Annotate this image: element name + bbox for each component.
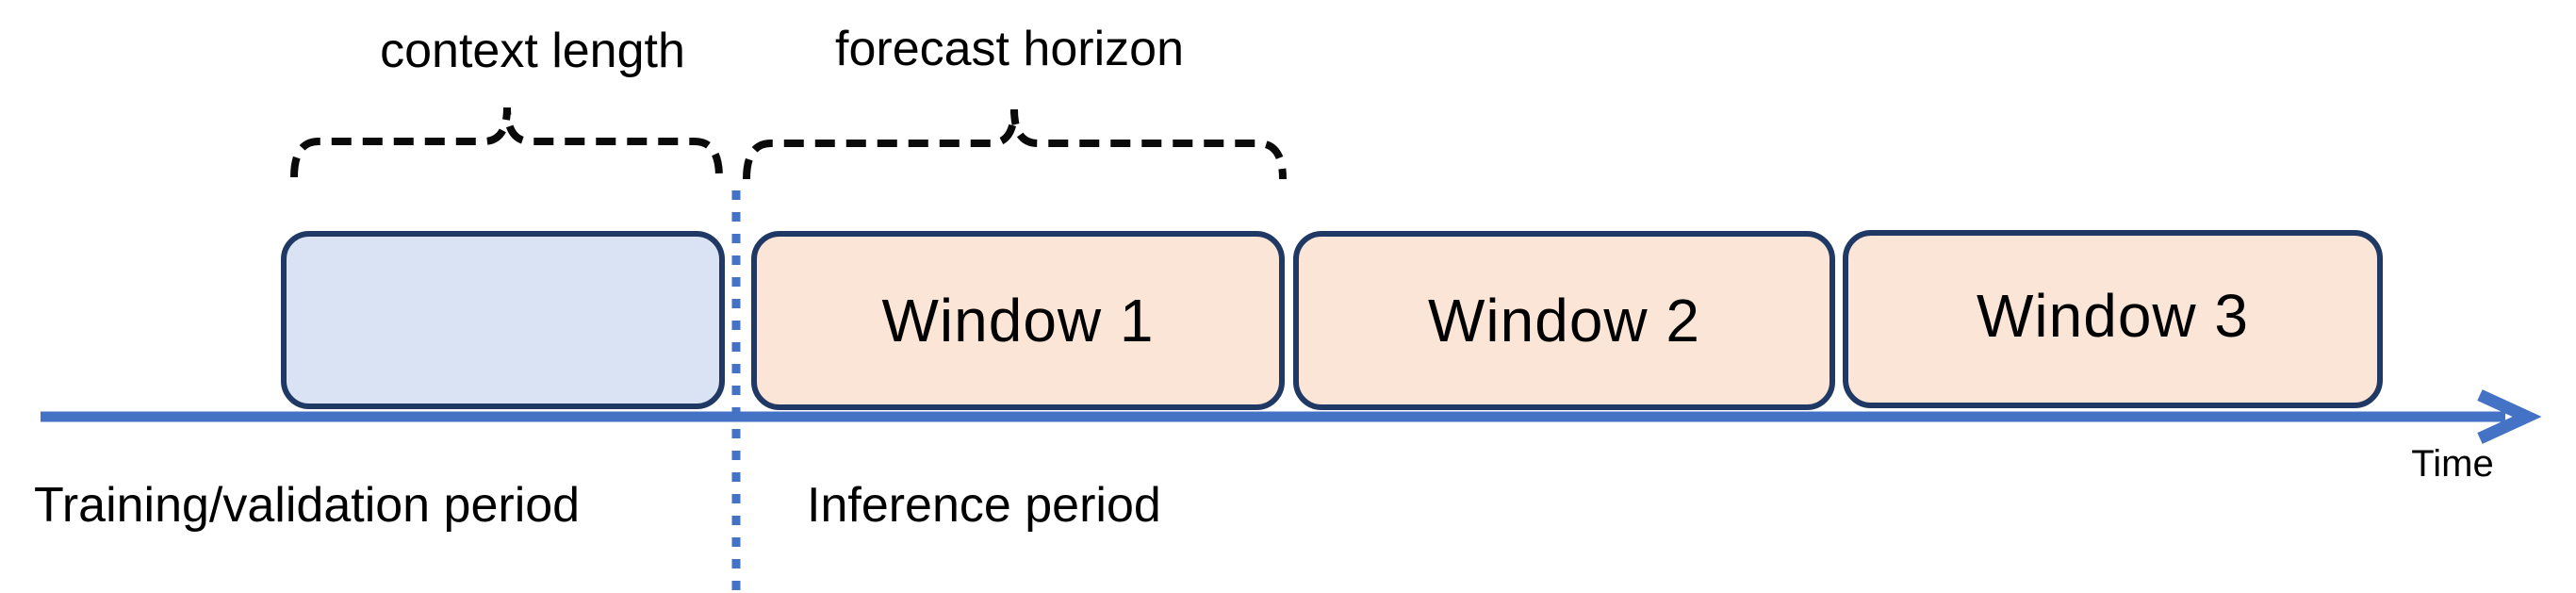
window-2-label: Window 2	[1428, 287, 1700, 354]
context-length-label: context length	[380, 24, 685, 78]
forecast-horizon-brace-icon	[743, 108, 1287, 180]
window-1-box: Window 1	[751, 231, 1285, 410]
forecast-horizon-label: forecast horizon	[835, 22, 1184, 76]
window-1-label: Window 1	[881, 287, 1155, 354]
time-axis-label: Time	[2411, 443, 2494, 485]
window-3-box: Window 3	[1843, 230, 2383, 408]
context-length-brace-icon	[290, 107, 723, 178]
window-3-label: Window 3	[1977, 282, 2249, 350]
training-period-label: Training/validation period	[34, 478, 581, 533]
window-2-box: Window 2	[1293, 231, 1835, 410]
time-axis-arrowhead-icon	[2477, 389, 2542, 444]
context-window-box	[281, 231, 725, 409]
inference-period-label: Inference period	[807, 478, 1161, 533]
